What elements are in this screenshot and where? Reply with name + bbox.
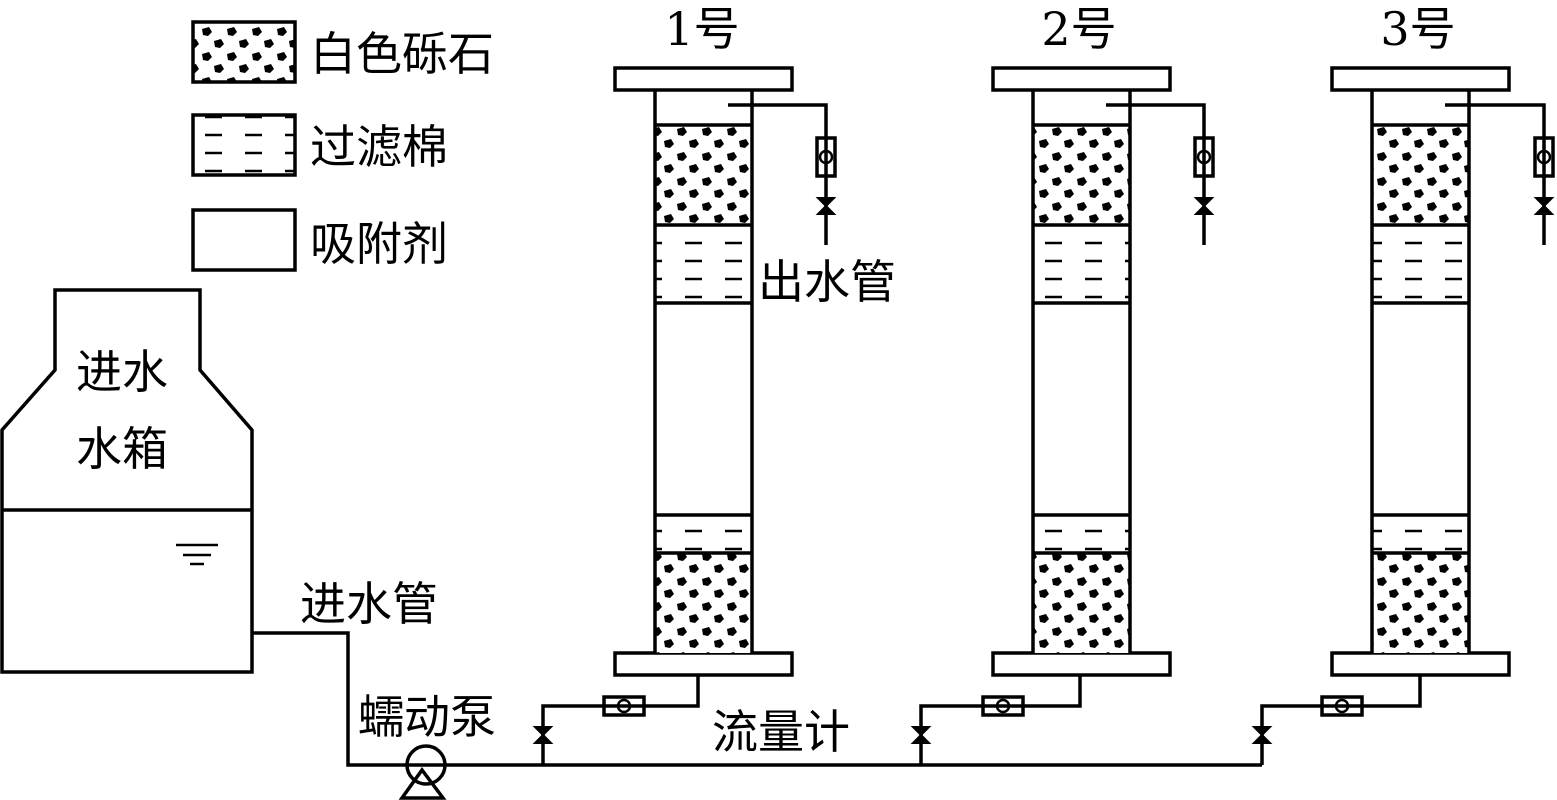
- legend-gravel-label: 白色砾石: [310, 27, 494, 81]
- pump-label: 蠕动泵: [358, 690, 496, 744]
- inlet-flowmeter-icon: [981, 695, 1025, 717]
- inlet-flowmeter-icon: [602, 695, 646, 717]
- filter-column-1: 1号: [532, 2, 837, 765]
- outlet-flowmeter-icon: [815, 136, 837, 178]
- inlet-valve-icon: [910, 726, 932, 744]
- legend-cotton-label: 过滤棉: [310, 120, 448, 174]
- outlet-flowmeter-icon: [1193, 136, 1215, 178]
- outlet-valve-icon: [815, 197, 837, 215]
- inlet-valve-icon: [1251, 726, 1273, 744]
- filter-column-3: 3号: [1251, 2, 1555, 765]
- column-1-label: 1号: [664, 2, 739, 56]
- inlet-flowmeter-icon: [1320, 695, 1364, 717]
- legend-adsorbent-label: 吸附剂: [310, 217, 448, 271]
- outlet-flowmeter-icon: [1533, 136, 1555, 178]
- column-2-label: 2号: [1041, 2, 1116, 56]
- tank-label-line2: 水箱: [76, 422, 168, 476]
- outlet-pipe-label: 出水管: [758, 255, 896, 309]
- inlet-pipe-label: 进水管: [300, 577, 438, 631]
- legend-adsorbent-swatch: [191, 208, 297, 272]
- peristaltic-pump: 蠕动泵: [358, 690, 496, 800]
- inlet-pipe: 进水管: [252, 577, 1262, 767]
- outlet-valve-icon: [1533, 197, 1555, 215]
- filter-column-2: 2号: [910, 2, 1215, 765]
- column-3-label: 3号: [1380, 2, 1455, 56]
- legend: 白色砾石 过滤棉 吸附剂: [191, 20, 494, 272]
- legend-cotton-swatch: [191, 113, 297, 177]
- outlet-valve-icon: [1193, 197, 1215, 215]
- feed-tank: 进水 水箱: [0, 288, 254, 674]
- flowmeter-label: 流量计: [712, 705, 850, 759]
- legend-gravel-swatch: [191, 20, 297, 84]
- inlet-valve-icon: [532, 726, 554, 744]
- tank-label-line1: 进水: [76, 345, 168, 399]
